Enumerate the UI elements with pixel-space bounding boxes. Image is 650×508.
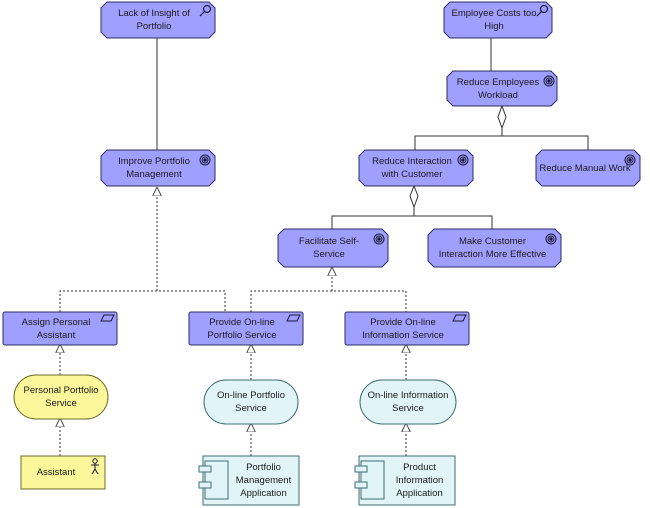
requirement-shape[interactable] xyxy=(2,311,118,346)
target-icon xyxy=(545,233,557,245)
portfolio-management-app-label: Portfolio Management Application xyxy=(235,462,292,499)
online-portfolio-service-label: On-line Portfolio Service xyxy=(216,390,286,414)
component-icon xyxy=(354,460,385,500)
online-information-service-label: On-line Information Service xyxy=(367,390,449,414)
reduce-interaction-label: Reduce Interaction with Customer xyxy=(372,156,452,180)
target-icon xyxy=(457,154,469,166)
goal-shape[interactable] xyxy=(535,149,641,187)
target-icon xyxy=(624,154,636,166)
improve-portfolio-label: Improve Portfolio Management xyxy=(118,156,190,180)
target-icon xyxy=(373,233,385,245)
parallelogram-icon xyxy=(100,314,115,322)
assistant-label: Assistant xyxy=(36,467,76,478)
goal-shape[interactable] xyxy=(100,149,216,187)
application-service-shape[interactable] xyxy=(203,379,299,425)
aggregation-diamond xyxy=(409,184,419,209)
lack-of-insight-label: Lack of Insight of Portfolio xyxy=(118,8,190,32)
target-icon xyxy=(199,154,211,166)
reduce-workload-label: Reduce Employees Workload xyxy=(456,76,540,101)
assign-personal-assistant-label: Assign Personal Assistant xyxy=(21,316,91,341)
realization-line xyxy=(250,290,407,312)
stick-figure-icon xyxy=(91,458,99,475)
goal-shape[interactable] xyxy=(427,228,562,268)
aggregation-line xyxy=(414,128,589,150)
goal-shape[interactable] xyxy=(446,70,558,107)
facilitate-self-service-label: Facilitate Self-Service xyxy=(298,236,360,260)
component-icon xyxy=(198,460,229,500)
target-icon xyxy=(543,75,555,87)
assessment-shape[interactable] xyxy=(100,1,216,39)
parallelogram-icon xyxy=(286,314,301,322)
provide-online-portfolio-label: Provide On-line Portfolio Service xyxy=(207,316,277,341)
goal-shape[interactable] xyxy=(358,149,474,187)
make-customer-interaction-label: Make Customer Interaction More Effective xyxy=(438,236,547,260)
requirement-shape[interactable] xyxy=(188,311,304,346)
magnifier-icon xyxy=(199,4,212,17)
assessment-shape[interactable] xyxy=(443,1,553,39)
actor-shape[interactable] xyxy=(20,455,106,490)
reduce-manual-work-label: Reduce Manual Work xyxy=(539,162,631,174)
aggregation-diamond xyxy=(497,104,507,130)
aggregation-line xyxy=(331,207,493,229)
employee-costs-label: Employee Costs too High xyxy=(451,8,537,32)
goal-shape[interactable] xyxy=(277,228,389,268)
magnifier-icon xyxy=(536,4,549,17)
realization-line xyxy=(59,290,226,312)
personal-portfolio-service-label: Personal Portfolio Service xyxy=(23,385,99,409)
requirement-shape[interactable] xyxy=(344,311,470,346)
parallelogram-icon xyxy=(452,314,467,322)
provide-online-information-label: Provide On-line Information Service xyxy=(362,316,444,341)
application-service-shape[interactable] xyxy=(359,379,457,425)
business-service-shape[interactable] xyxy=(13,374,109,420)
product-information-app-label: Product Information Application xyxy=(395,462,444,499)
